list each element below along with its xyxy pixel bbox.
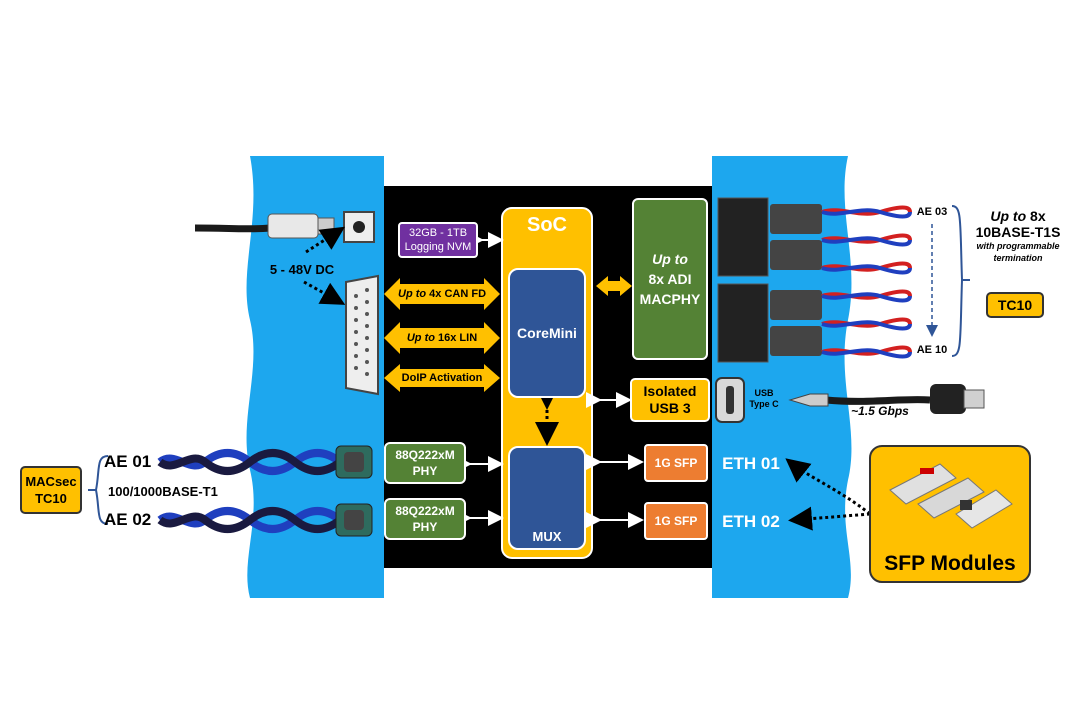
- eth1-label: ETH 01: [722, 454, 780, 473]
- ae03-label: AE 03: [916, 206, 948, 218]
- power-cable: [194, 224, 271, 233]
- mux-block: MUX: [508, 446, 586, 550]
- power-label: 5 - 48V DC: [269, 262, 335, 277]
- ae01-label: AE 01: [104, 452, 152, 471]
- t1s-wires: [821, 205, 912, 359]
- usb-c-label: USB Type C: [749, 388, 779, 409]
- doip-arrow: [384, 364, 500, 392]
- coremini-block: CoreMini: [508, 268, 586, 398]
- base-t1-label: 100/1000BASE-T1: [108, 484, 218, 499]
- soc-title: SoC: [527, 214, 567, 236]
- doip-label: DoIP Activation: [401, 372, 483, 384]
- ae10-label: AE 10: [916, 344, 948, 356]
- soc-adi-arrow: [596, 276, 632, 296]
- gbps-label: ~1.5 Gbps: [851, 404, 909, 418]
- nvm-line2: Logging NVM: [404, 241, 472, 253]
- adi-line2: 8x ADI: [648, 271, 692, 287]
- lin-arrow: [384, 322, 500, 354]
- sfp2-block: 1G SFP: [644, 502, 708, 540]
- sfp1-block: 1G SFP: [644, 444, 708, 482]
- isolated-usb3-block: Isolated USB 3: [630, 378, 710, 422]
- cable-ae02: [157, 507, 343, 533]
- enclosure-left: [246, 156, 384, 598]
- sfp-modules-label: SFP Modules: [884, 552, 1016, 575]
- ae02-label: AE 02: [104, 510, 152, 529]
- phy1-block: 88Q222xM PHY: [384, 442, 466, 484]
- adi-macphy-block: Up to 8x ADI MACPHY: [632, 198, 708, 360]
- logging-nvm-block: 32GB - 1TB Logging NVM: [398, 222, 478, 258]
- adi-line1: Up to: [652, 251, 688, 267]
- usb3-line1: Isolated: [643, 383, 697, 399]
- sfp-module-graphics: [889, 463, 1013, 529]
- macsec-tc10-badge: MACsec TC10: [20, 466, 82, 514]
- phy2-block: 88Q222xM PHY: [384, 498, 466, 540]
- tc10-badge: TC10: [986, 292, 1044, 318]
- cable-ae01: [157, 449, 343, 475]
- can-label: Up to 4x CAN FD: [398, 288, 487, 300]
- nvm-line1: 32GB - 1TB: [408, 227, 468, 239]
- db-connector: [345, 274, 379, 396]
- usb3-line2: USB 3: [649, 400, 691, 416]
- can-arrow: [384, 278, 500, 310]
- t1s-description: Up to 8x 10BASE-T1S with programmable te…: [975, 208, 1061, 263]
- lin-label: Up to 16x LIN: [406, 332, 478, 344]
- mux-label: MUX: [532, 529, 562, 544]
- adi-line3: MACPHY: [639, 291, 701, 307]
- eth2-label: ETH 02: [722, 512, 780, 531]
